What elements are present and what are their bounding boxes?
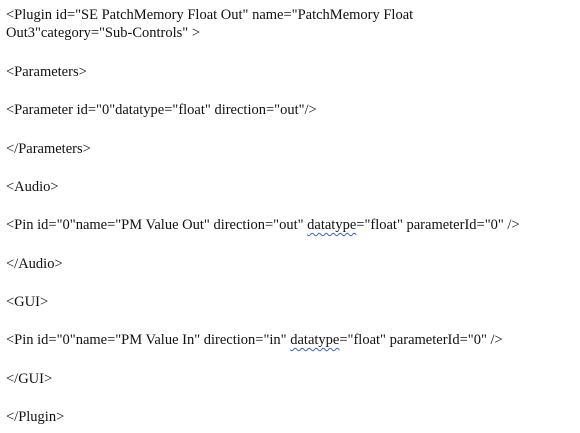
gui-open-tag: <GUI>	[6, 294, 49, 310]
gui-close-tag: </GUI>	[6, 371, 53, 387]
parameter-tag: <Parameter id="0"datatype="float" direct…	[6, 102, 317, 118]
gui-pin-text-after: ="float" parameterId="0" />	[339, 332, 503, 348]
plugin-close-tag: </Plugin>	[6, 409, 65, 425]
audio-pin-text-before: <Pin id="0"name="PM Value Out" direction…	[6, 217, 308, 233]
parameters-open-tag: <Parameters>	[6, 64, 87, 80]
gui-pin-tag: <Pin id="0"name="PM Value In" direction=…	[6, 331, 503, 349]
plugin-open-tag-line-1: <Plugin id="SE PatchMemory Float Out" na…	[6, 7, 414, 23]
gui-pin-spellcheck-word: datatype	[290, 332, 340, 348]
audio-open-tag: <Audio>	[6, 179, 59, 195]
parameters-close-tag: </Parameters>	[6, 141, 91, 157]
audio-pin-tag: <Pin id="0"name="PM Value Out" direction…	[6, 216, 520, 234]
audio-pin-text-after: ="float" parameterId="0" />	[356, 217, 520, 233]
audio-pin-spellcheck-word: datatype	[307, 217, 357, 233]
gui-pin-text-before: <Pin id="0"name="PM Value In" direction=…	[6, 332, 291, 348]
plugin-open-tag-line-2: Out3"category="Sub-Controls" >	[6, 25, 200, 41]
audio-close-tag: </Audio>	[6, 256, 63, 272]
